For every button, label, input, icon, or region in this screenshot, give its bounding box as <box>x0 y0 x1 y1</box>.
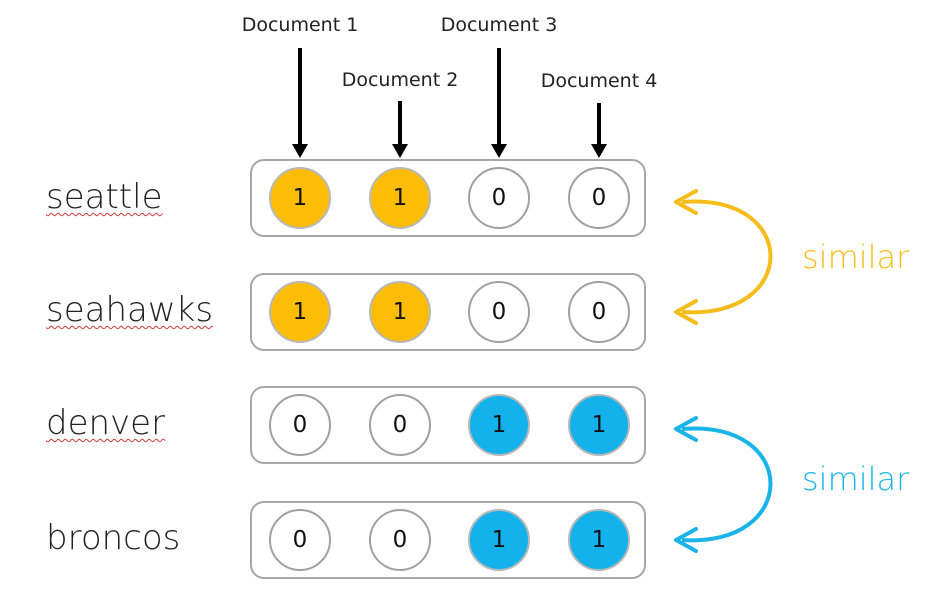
similarity-arrowhead-1-1 <box>674 189 698 215</box>
vector-row-seahawks <box>250 273 646 351</box>
vector-cell-seattle-doc4: 0 <box>568 167 630 229</box>
vector-cell-seahawks-doc1: 1 <box>269 281 331 343</box>
vector-row-broncos <box>250 501 646 579</box>
term-label-seattle: seattle <box>46 177 163 217</box>
vector-row-seattle <box>250 159 646 237</box>
similarity-arrowhead-1-2 <box>674 299 698 325</box>
document-arrowhead-1 <box>292 144 308 158</box>
similarity-arrow-2 <box>681 426 773 543</box>
vector-cell-seahawks-doc4: 0 <box>568 281 630 343</box>
document-label-2: Document 2 <box>341 69 459 91</box>
term-label-broncos: broncos <box>46 518 181 558</box>
similarity-arrowhead-2-2 <box>674 527 698 553</box>
vector-cell-seahawks-doc3: 0 <box>468 281 530 343</box>
vector-cell-seattle-doc3: 0 <box>468 167 530 229</box>
vector-cell-seahawks-doc2: 1 <box>369 281 431 343</box>
document-arrowhead-4 <box>591 144 607 158</box>
document-arrowhead-2 <box>392 144 408 158</box>
term-label-denver: denver <box>46 403 166 443</box>
vector-cell-broncos-doc4: 1 <box>568 509 630 571</box>
vector-cell-broncos-doc2: 0 <box>369 509 431 571</box>
document-label-3: Document 3 <box>440 14 558 36</box>
document-label-1: Document 1 <box>241 14 359 36</box>
similarity-arrowhead-2-1 <box>674 416 698 442</box>
document-arrowhead-3 <box>491 144 507 158</box>
vector-cell-denver-doc3: 1 <box>468 394 530 456</box>
term-label-seahawks: seahawks <box>46 290 214 330</box>
vector-cell-denver-doc4: 1 <box>568 394 630 456</box>
similarity-arrow-1 <box>681 199 773 315</box>
vector-cell-denver-doc1: 0 <box>269 394 331 456</box>
vector-cell-broncos-doc1: 0 <box>269 509 331 571</box>
vector-cell-broncos-doc3: 1 <box>468 509 530 571</box>
vector-row-denver <box>250 386 646 464</box>
similar-label-1: similar <box>802 238 910 276</box>
document-label-4: Document 4 <box>540 70 658 92</box>
vector-cell-seattle-doc1: 1 <box>269 167 331 229</box>
vector-cell-seattle-doc2: 1 <box>369 167 431 229</box>
similar-label-2: similar <box>802 460 910 498</box>
vector-cell-denver-doc2: 0 <box>369 394 431 456</box>
